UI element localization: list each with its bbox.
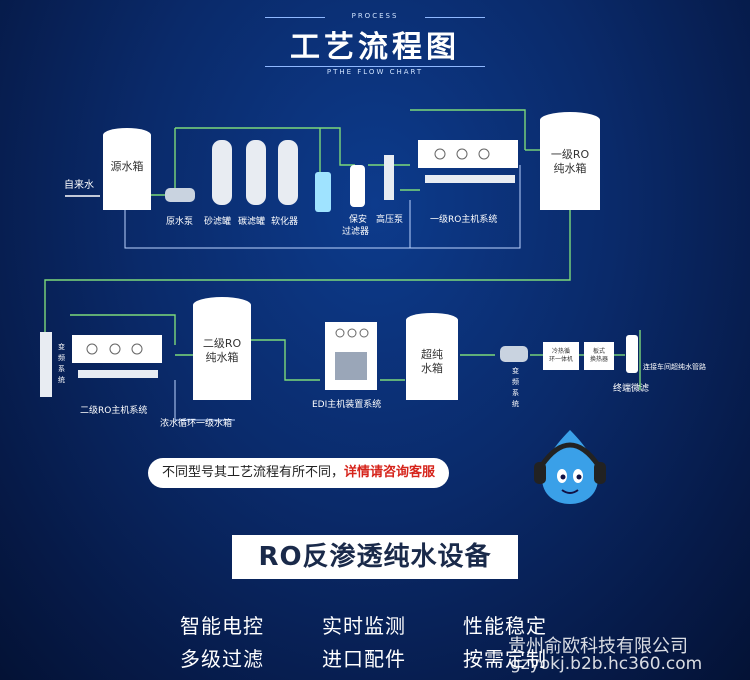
label-sand-filter: 砂滤罐 (204, 217, 232, 227)
header-line-left (265, 17, 325, 18)
label-chiller-1: 冷热循 (551, 348, 570, 355)
feature-imported-parts: 进口配件 (322, 647, 406, 671)
label-hex-1: 板式 (592, 348, 605, 355)
feature-custom: 按需定制 (463, 647, 547, 671)
label-ultra-tank-1: 超纯 (421, 348, 443, 361)
pipe-ro2-top (70, 314, 176, 345)
pipe-recycle-row1 (124, 200, 411, 249)
process-flow-diagram (40, 109, 641, 421)
label-tap-water: 自来水 (64, 180, 94, 191)
hp-pump (384, 155, 394, 200)
sand-filter (212, 140, 232, 205)
notice-text: 不同型号其工艺流程有所不同， (162, 465, 345, 480)
label-chiller-2: 环一体机 (548, 356, 573, 363)
page-title: 工艺流程图 (290, 30, 460, 65)
label-source-pump: 原水泵 (166, 217, 194, 227)
label-ro1-system: 一级RO主机系统 (430, 215, 498, 225)
carbon-filter (246, 140, 266, 205)
feature-smart-control: 智能电控 (180, 614, 264, 638)
heat-exchanger: 板式 换热器 (584, 342, 614, 370)
label-ultra-tank-2: 水箱 (421, 362, 443, 375)
header-sub: PTHE FLOW CHART (326, 68, 424, 76)
pipe-filters-top (175, 127, 355, 166)
label-source-tank: 源水箱 (110, 160, 144, 173)
pipe-conc-loop (174, 380, 235, 421)
watermark-url: gzyokj.b2b.hc360.com (510, 654, 703, 674)
label-security-filter-1: 保安 (349, 215, 368, 225)
softener (278, 140, 298, 205)
label-vfd2-d: 统 (512, 400, 519, 408)
product-banner: RO反渗透纯水设备 (232, 535, 518, 579)
header-underline (265, 66, 485, 67)
ro2-tank (193, 305, 251, 400)
pipe-row1-to-row2 (44, 210, 571, 340)
label-ro1-tank-1: 一级RO (550, 148, 590, 161)
label-ro2-tank-1: 二级RO (202, 337, 242, 350)
terminal-filter (626, 335, 638, 373)
header-line-right (425, 17, 485, 18)
watermark-company: 贵州俞欧科技有限公司 (508, 636, 688, 657)
label-ro1-tank-2: 纯水箱 (553, 162, 587, 175)
label-hex-2: 换热器 (589, 356, 608, 363)
contact-notice[interactable]: 不同型号其工艺流程有所不同，详情请咨询客服 (148, 458, 450, 488)
label-vfd2-b: 频 (512, 378, 519, 386)
label-ro2-system: 二级RO主机系统 (80, 406, 148, 416)
ro2-system (72, 335, 162, 363)
label-softener: 软化器 (271, 217, 299, 227)
vfd-pump-2 (500, 346, 528, 362)
label-vfd2-c: 系 (512, 389, 519, 397)
brine-tank (315, 172, 331, 212)
label-carbon-filter: 碳滤罐 (238, 217, 266, 227)
pipe-tank-edi (250, 339, 320, 381)
header-top: PROCESS (351, 12, 399, 20)
source-pump (165, 188, 195, 202)
source-tank (103, 135, 151, 210)
vfd-system-1 (40, 332, 52, 397)
label-vfd1-c: 系 (58, 365, 65, 373)
feature-stable: 性能稳定 (463, 614, 547, 638)
security-filter (350, 165, 365, 207)
label-security-filter-2: 过滤器 (342, 227, 370, 237)
label-vfd1-d: 统 (58, 376, 65, 384)
feature-multi-filter: 多级过滤 (180, 647, 264, 671)
pipe-ro1-top (410, 109, 526, 150)
customer-service-mascot-icon[interactable] (530, 420, 610, 510)
label-terminal-filter: 终端微滤 (613, 384, 650, 394)
label-vfd2-a: 变 (512, 367, 519, 375)
label-edi-system: EDI主机装置系统 (312, 400, 382, 410)
chiller-unit: 冷热循 环一体机 (543, 342, 579, 370)
ultra-pure-tank (406, 320, 458, 400)
label-conc-tank: 浓水循环一级水箱 (160, 419, 233, 429)
pipe-recycle-ro1 (410, 165, 521, 249)
ro1-tank (540, 120, 600, 210)
label-hp-pump: 高压泵 (376, 215, 404, 225)
ro1-system (418, 140, 518, 168)
label-to-workshop: 连接车间超纯水管路 (643, 363, 706, 371)
label-ro2-tank-2: 纯水箱 (205, 351, 239, 364)
label-vfd1-a: 变 (58, 343, 65, 351)
notice-highlight[interactable]: 详情请咨询客服 (344, 465, 436, 480)
feature-realtime-monitor: 实时监测 (322, 614, 406, 638)
label-vfd1-b: 频 (58, 354, 65, 362)
